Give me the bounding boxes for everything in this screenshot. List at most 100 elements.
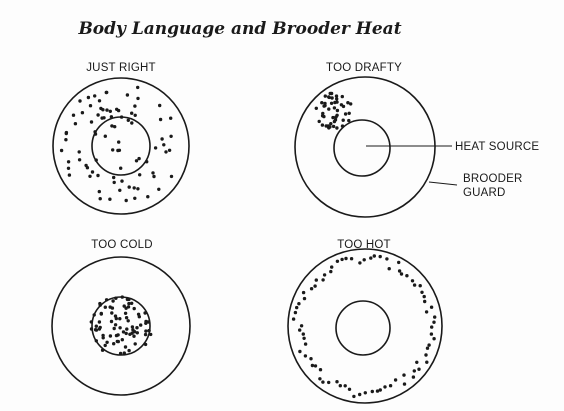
chick-dot [94,339,99,343]
callout-heat-source: HEAT SOURCE [455,141,539,153]
chick-dot [335,380,339,384]
chick-dot [318,368,323,372]
chick-dot [116,333,120,337]
chick-dot [412,283,417,287]
chick-dot [152,174,156,179]
chick-dot [132,186,136,190]
chick-dot [127,348,131,353]
chick-dot [332,106,337,110]
chick-dot [126,319,130,323]
chick-dot [405,274,409,278]
chick-dot [108,109,113,114]
chick-dot [309,287,314,291]
chick-dot [344,256,348,261]
chick-dot [146,195,150,199]
chick-dot [117,140,121,144]
chick-dot [101,333,105,338]
chick-dot [323,101,327,106]
chick-dot [318,377,322,381]
chick-dot [146,320,150,324]
chick-dot [73,122,78,126]
chick-dot [110,124,114,128]
chick-dot [338,384,342,388]
chick-dot [108,334,113,338]
chick-dots [291,254,437,399]
chick-dot [110,311,114,315]
chick-dot [329,91,334,96]
chick-dot [103,134,108,138]
chick-dot [132,330,137,334]
chick-dot [349,257,354,261]
chick-dot [362,258,366,262]
chick-dot [153,146,158,150]
chick-dot [327,380,331,385]
callout-brooder-guard-line2: GUARD [463,187,506,199]
chick-dot [375,389,380,393]
chick-dots [59,85,174,203]
chick-dot [96,173,100,178]
chick-dot [432,337,436,341]
chick-dot [295,305,299,310]
chick-dot [430,325,434,329]
chick-dot [90,170,95,174]
chick-dot [370,389,374,394]
heat-source-ring [91,116,151,176]
chick-dot [317,119,321,124]
chick-dot [132,334,136,338]
chick-dot [335,108,340,113]
chick-dot [324,124,328,128]
chick-dot [302,296,307,301]
chick-dot [157,187,161,191]
chick-dot [383,385,387,389]
chick-dot [118,317,122,321]
chick-dot [101,336,105,340]
chick-dot [147,328,151,333]
chick-dot [143,342,148,347]
chick-dot [134,159,139,163]
chick-dot [302,336,306,340]
chick-dot [143,332,148,337]
chick-dot [125,327,129,331]
chick-dot [93,132,98,136]
chick-dot [299,324,304,328]
chick-dot [310,363,315,368]
callout-brooder-guard-line1: BROODER [463,173,523,185]
chick-dot [96,113,100,117]
chick-dot [116,148,120,153]
label-too-cold: TOO COLD [91,239,152,251]
chick-dot [402,373,406,377]
chick-dot [120,179,124,183]
chick-dot [112,342,116,346]
chick-dot [71,113,76,117]
chick-dot [313,284,317,288]
chick-dot [378,388,382,392]
chick-dot [130,331,134,335]
chick-dot [293,310,298,315]
chick-dot [332,119,337,124]
chick-dot [130,301,134,305]
chick-dot [331,115,335,120]
chick-dot [425,360,429,364]
chick-dot [102,116,106,120]
chick-dots [314,91,353,130]
chick-dot [97,189,102,194]
chick-dot [415,360,419,364]
chick-dot [298,349,302,354]
chick-dot [98,325,102,330]
chick-dot [321,278,325,282]
chick-dot [97,320,102,324]
chick-dot [105,90,109,95]
chick-dot [124,331,128,336]
chick-dot [92,313,96,317]
heat-source-ring [335,300,391,356]
chick-dot [88,104,93,108]
chick-dot [126,118,130,123]
chick-dot [349,102,353,106]
chick-dot [110,306,115,310]
chick-dot [64,130,69,135]
chick-dot [59,148,64,153]
chick-dot [158,117,163,122]
chick-dot [111,299,115,303]
chick-dot [167,148,172,152]
